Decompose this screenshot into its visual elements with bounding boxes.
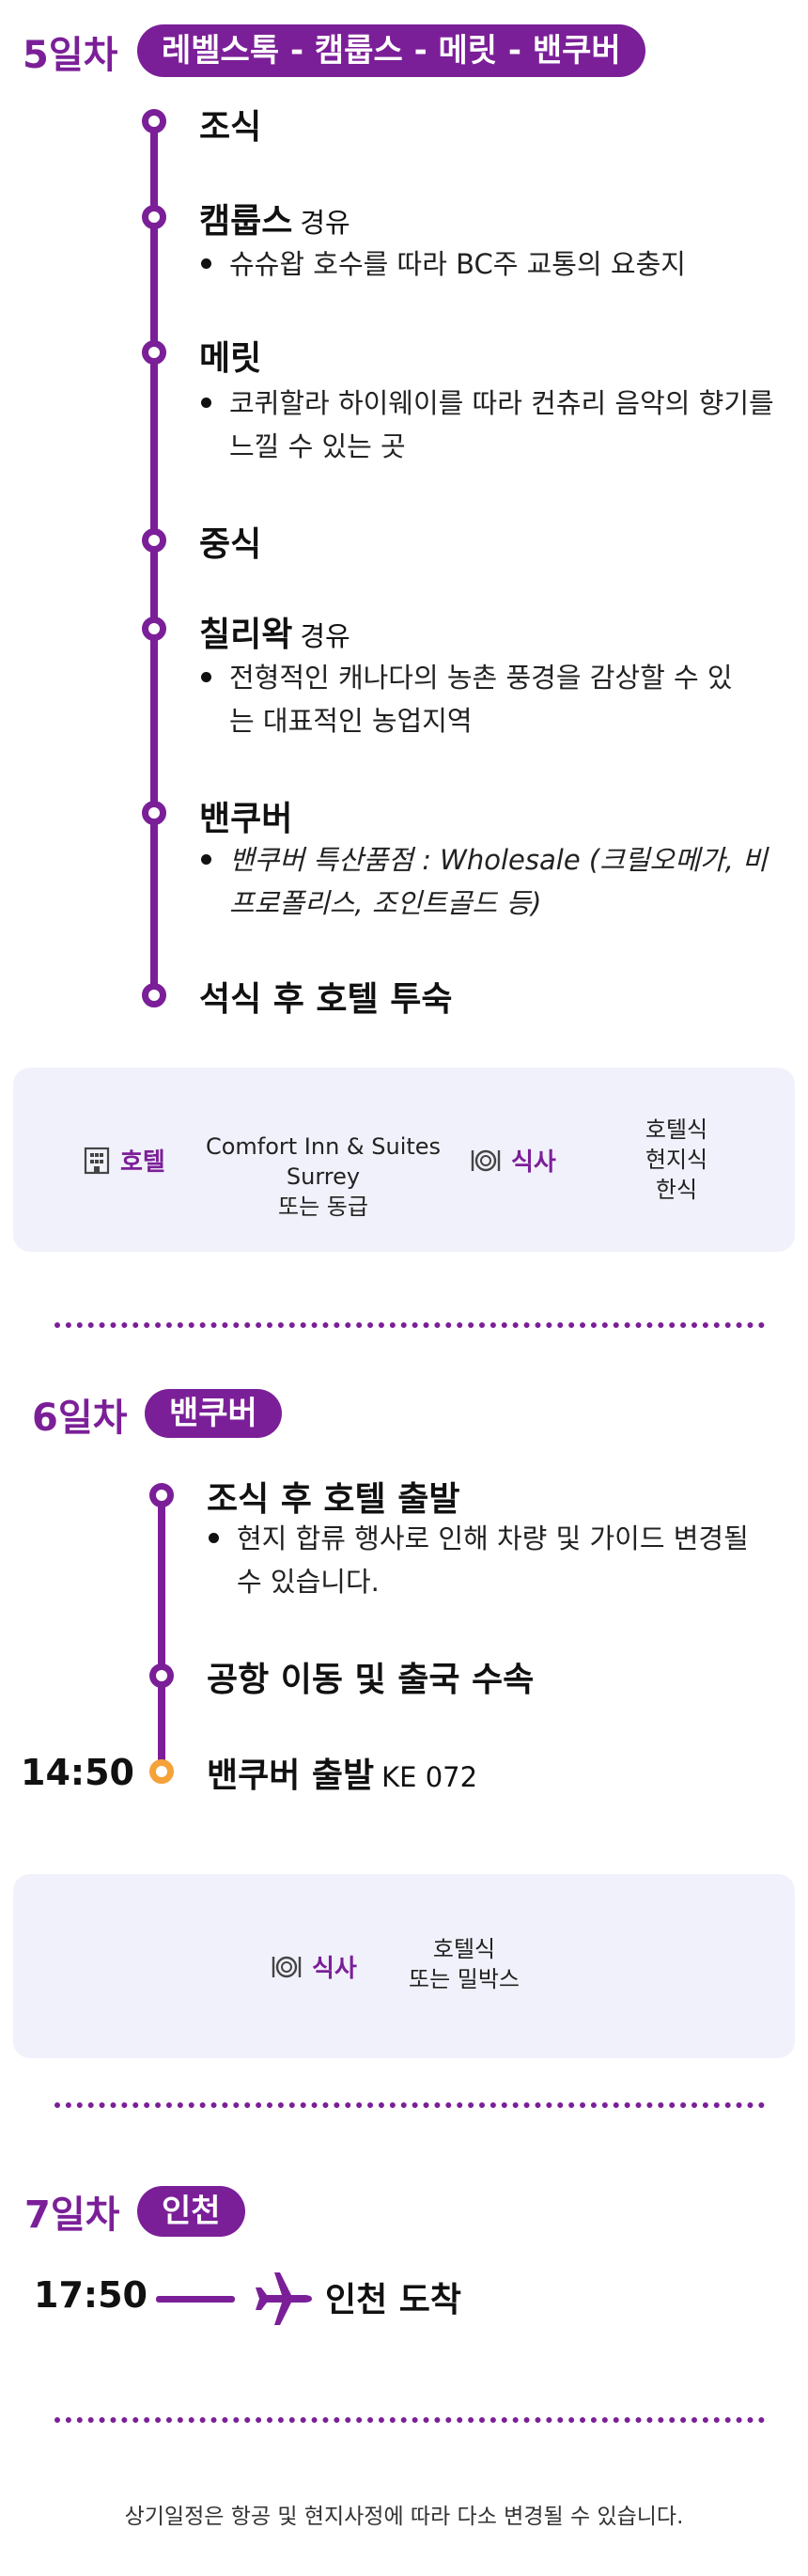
- airplane-icon: [256, 2272, 312, 2325]
- section-divider: [54, 2417, 765, 2423]
- stop-title: 중식: [199, 525, 262, 564]
- timeline-node: [149, 1483, 174, 1507]
- stop-bullet: 밴쿠버 특산품점 : Wholesale (크릴오메가, 비프로폴리스, 조인트…: [201, 838, 774, 925]
- timeline-node: [142, 617, 166, 641]
- day6-timeline: [158, 1494, 165, 1772]
- departure-time: 14:50: [21, 1752, 134, 1793]
- stop-bullet: 슈슈왑 호수를 따라 BC주 교통의 요충지: [201, 242, 774, 286]
- day6-label: 6일차: [32, 1397, 128, 1440]
- day6-route-pill: 밴쿠버: [145, 1389, 282, 1438]
- timeline-node: [142, 801, 166, 825]
- timeline-node: [142, 109, 166, 133]
- day5-info-box: 호텔 Comfort Inn & Suites Surrey 또는 동급 식사 …: [13, 1068, 795, 1252]
- stop-title: 석식 후 호텔 투숙: [199, 980, 453, 1019]
- day5-label: 5일차: [23, 34, 118, 77]
- hotel-value: Comfort Inn & Suites Surrey 또는 동급: [205, 1133, 442, 1220]
- stop-title: 조식: [199, 108, 262, 147]
- timeline-node: [149, 1663, 174, 1688]
- timeline-node: [142, 205, 166, 229]
- hotel-label: 호텔: [83, 1143, 165, 1178]
- stop-bullet: 현지 합류 행사로 인해 차량 및 가이드 변경될 수 있습니다.: [209, 1517, 772, 1603]
- stop-title: 조식 후 호텔 출발: [207, 1480, 460, 1519]
- meal-value: 호텔식 또는 밀박스: [408, 1936, 521, 1992]
- meal-plate-icon: [471, 1149, 501, 1171]
- flight-number: KE 072: [381, 1761, 478, 1793]
- timeline-node: [142, 340, 166, 365]
- hotel-building-icon: [84, 1147, 110, 1174]
- day7-label: 7일차: [24, 2194, 120, 2237]
- timeline-node: [142, 528, 166, 553]
- arrival-time: 17:50: [34, 2274, 148, 2316]
- meal-label: 식사: [271, 1949, 357, 1984]
- arrival-title: 인천 도착: [325, 2281, 462, 2319]
- via-label: 경유: [300, 620, 350, 652]
- stop-title: 메릿: [199, 339, 262, 378]
- stop-title: 밴쿠버: [199, 800, 293, 838]
- footnote: 상기일정은 항공 및 현지사정에 따라 다소 변경될 수 있습니다.: [124, 2505, 684, 2529]
- meal-label: 식사: [470, 1143, 556, 1178]
- departure-node: [149, 1759, 174, 1784]
- timeline-node: [142, 983, 166, 1007]
- section-divider: [54, 2102, 765, 2108]
- section-divider: [54, 1322, 765, 1328]
- day7-route-pill: 인천: [137, 2186, 245, 2237]
- stop-bullet: 코퀴할라 하이웨이를 따라 컨츄리 음악의 향기를 느낄 수 있는 곳: [201, 382, 774, 468]
- via-label: 경유: [300, 207, 350, 239]
- stop-title: 공항 이동 및 출국 수속: [207, 1661, 535, 1699]
- meal-plate-icon: [272, 1956, 302, 1977]
- meal-value: 호텔식 현지식 한식: [645, 1116, 708, 1203]
- flight-line: [156, 2296, 235, 2303]
- day6-info-box: 식사 호텔식 또는 밀박스: [13, 1874, 795, 2058]
- day5-route-pill: 레벨스톡 - 캠룹스 - 메릿 - 밴쿠버: [137, 24, 645, 77]
- day5-timeline: [150, 120, 158, 994]
- stop-bullet: 전형적인 캐나다의 농촌 풍경을 감상할 수 있는 대표적인 농업지역: [201, 656, 755, 742]
